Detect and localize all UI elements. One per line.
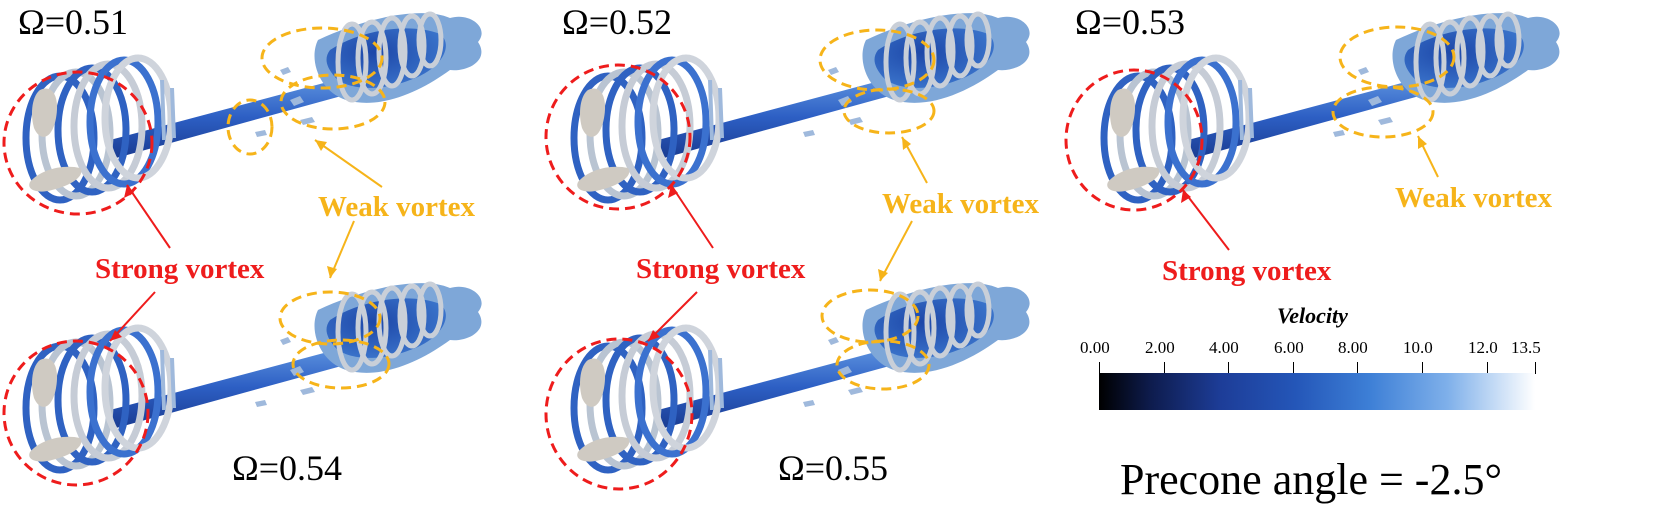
arrowhead: [327, 266, 337, 278]
weak-vortex-marker: [1331, 85, 1435, 139]
precone-caption: Precone angle = -2.5°: [1120, 455, 1503, 504]
strong-vortex-marker: [1064, 68, 1204, 212]
colorbar-tick-label: 0.00: [1080, 338, 1110, 357]
omega-label-0.51: Ω=0.51: [18, 2, 129, 42]
colorbar-tick-mark: [1357, 362, 1358, 374]
arrowhead: [315, 140, 327, 151]
strong-vortex-marker: [544, 63, 692, 211]
strong-vortex-marker: [544, 337, 694, 491]
strong-vortex-label: Strong vortex: [95, 253, 265, 285]
weak-vortex-marker: [260, 26, 384, 90]
colorbar-tick-label: 8.00: [1338, 338, 1368, 357]
strong-vortex-label: Strong vortex: [1162, 255, 1332, 287]
strong-vortex-arrow: [647, 291, 698, 342]
arrowhead: [648, 330, 660, 341]
weak-vortex-marker: [279, 73, 387, 131]
weak-vortex-label: Weak vortex: [1395, 182, 1553, 214]
arrowhead: [668, 185, 678, 198]
omega-label-0.53: Ω=0.53: [1075, 2, 1186, 42]
colorbar-tick-label: 12.0: [1468, 338, 1498, 357]
weak-vortex-arrow: [879, 220, 913, 282]
weak-vortex-marker: [835, 339, 931, 391]
weak-vortex-marker: [278, 290, 382, 346]
wake-render-0.54: [26, 283, 482, 470]
colorbar-tick-mark: [1293, 362, 1294, 374]
weak-vortex-label: Weak vortex: [882, 188, 1040, 220]
velocity-colorbar: [1099, 373, 1535, 410]
strong-vortex-marker: [2, 339, 150, 487]
weak-vortex-marker: [291, 338, 391, 390]
colorbar-tick-mark: [1099, 362, 1100, 374]
strong-vortex-arrow: [1182, 189, 1230, 251]
arrowhead: [902, 137, 911, 150]
strong-vortex-marker: [2, 70, 154, 216]
colorbar-tick-mark: [1164, 362, 1165, 374]
colorbar-tick-label: 4.00: [1209, 338, 1239, 357]
colorbar-tick-label: 2.00: [1145, 338, 1175, 357]
arrowhead: [1418, 136, 1427, 149]
weak-vortex-label: Weak vortex: [318, 191, 476, 223]
weak-vortex-arrow: [314, 139, 383, 188]
omega-label-0.52: Ω=0.52: [562, 2, 673, 42]
wake-render-0.55: [574, 283, 1030, 470]
arrowhead: [124, 185, 134, 198]
colorbar-tick-label: 13.5: [1511, 338, 1541, 357]
strong-vortex-arrow: [126, 184, 171, 249]
arrowhead: [878, 269, 888, 281]
strong-vortex-arrow: [670, 184, 714, 249]
omega-label-0.54: Ω=0.54: [232, 448, 343, 488]
colorbar-tick-label: 6.00: [1274, 338, 1304, 357]
weak-vortex-marker: [226, 98, 274, 156]
colorbar-title: Velocity: [1277, 303, 1348, 328]
omega-label-0.55: Ω=0.55: [778, 448, 889, 488]
colorbar-tick-mark: [1487, 362, 1488, 374]
arrowhead: [1181, 190, 1191, 203]
weak-vortex-marker: [820, 288, 920, 344]
colorbar-tick-mark: [1535, 362, 1536, 374]
arrowhead: [110, 330, 122, 341]
colorbar-tick-mark: [1228, 362, 1229, 374]
colorbar-tick-label: 10.0: [1403, 338, 1433, 357]
weak-vortex-marker: [842, 87, 936, 135]
strong-vortex-label: Strong vortex: [636, 253, 806, 285]
colorbar-tick-mark: [1422, 362, 1423, 374]
